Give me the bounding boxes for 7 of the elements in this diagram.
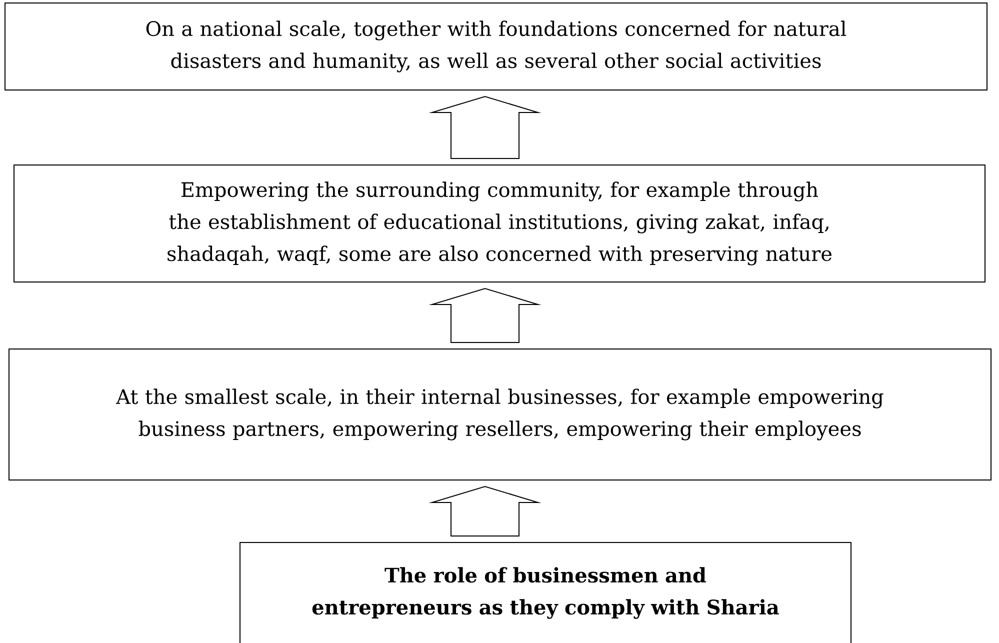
text-box: At the smallest scale, in their internal businesses, for example empowering business partners, empowering resellers, empowering their employees	[8, 348, 992, 480]
text-box: The role of businessmen and entrepreneurs as they comply with Sharia	[240, 542, 852, 643]
block-arrow	[428, 486, 542, 536]
text-box: On a national scale, together with foundations concerned for natural disasters and humanity, as well as several other social activities	[4, 2, 988, 90]
text-box: Empowering the surrounding community, for example through the establishment of educational institutions, giving zakat, infaq, shadaqah, waqf, some are also concerned with preserving nature	[14, 164, 986, 282]
block-arrow	[428, 96, 542, 159]
block-arrow	[428, 288, 542, 343]
